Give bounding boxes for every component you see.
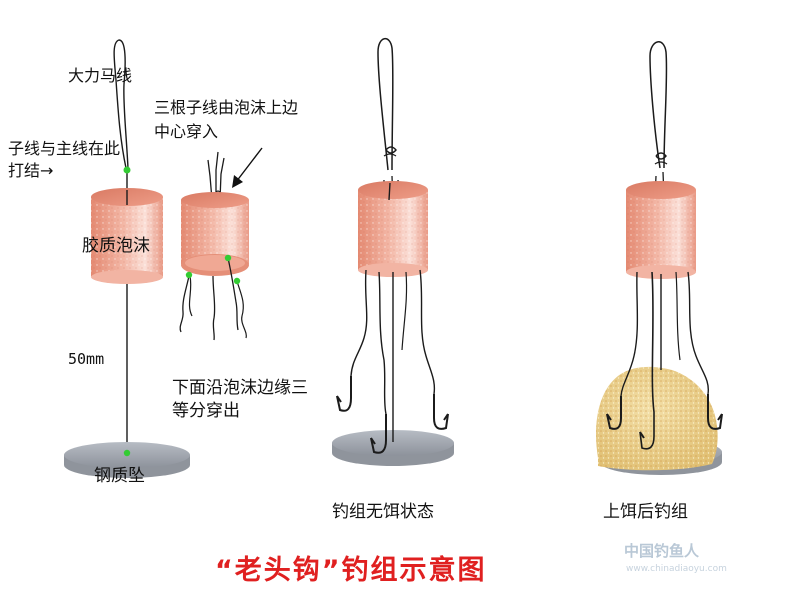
foam-detail bbox=[179, 147, 263, 341]
pointer-arrow bbox=[232, 147, 263, 188]
label-foam: 胶质泡沫 bbox=[82, 236, 150, 256]
label-no-bait: 钓组无饵状态 bbox=[332, 502, 434, 522]
foam-cylinder-2 bbox=[181, 192, 249, 276]
label-main-line: 大力马线 bbox=[68, 66, 133, 85]
label-three-sublines: 三根子线由泡沫上边中心穿入 bbox=[154, 98, 299, 141]
rig-no-bait bbox=[332, 38, 454, 466]
knot-mark bbox=[123, 166, 131, 174]
main-line-loop bbox=[113, 39, 129, 169]
label-bottom-exit: 下面沿泡沫边缘三等分穿出 bbox=[172, 378, 308, 421]
label-sinker: 钢质坠 bbox=[94, 466, 145, 486]
watermark: 中国钓鱼人 www.chinadiaoyu.com bbox=[612, 536, 752, 596]
sinker-2 bbox=[332, 430, 454, 466]
foam-cylinder-4 bbox=[626, 181, 696, 279]
foam-cylinder-3 bbox=[358, 181, 428, 277]
foam-cylinder-1 bbox=[91, 188, 163, 284]
diagram-title: “老头钩”钓组示意图 bbox=[215, 555, 487, 586]
rig-with-bait bbox=[596, 41, 723, 475]
label-distance: 50mm bbox=[68, 350, 105, 368]
rig-schematic bbox=[64, 39, 190, 478]
bait-ball bbox=[596, 366, 718, 471]
watermark-url: www.chinadiaoyu.com bbox=[626, 564, 727, 574]
label-knot: 子线与主线在此打结→ bbox=[8, 139, 121, 180]
watermark-text: 中国钓鱼人 bbox=[624, 542, 700, 560]
label-with-bait: 上饵后钓组 bbox=[603, 502, 688, 522]
